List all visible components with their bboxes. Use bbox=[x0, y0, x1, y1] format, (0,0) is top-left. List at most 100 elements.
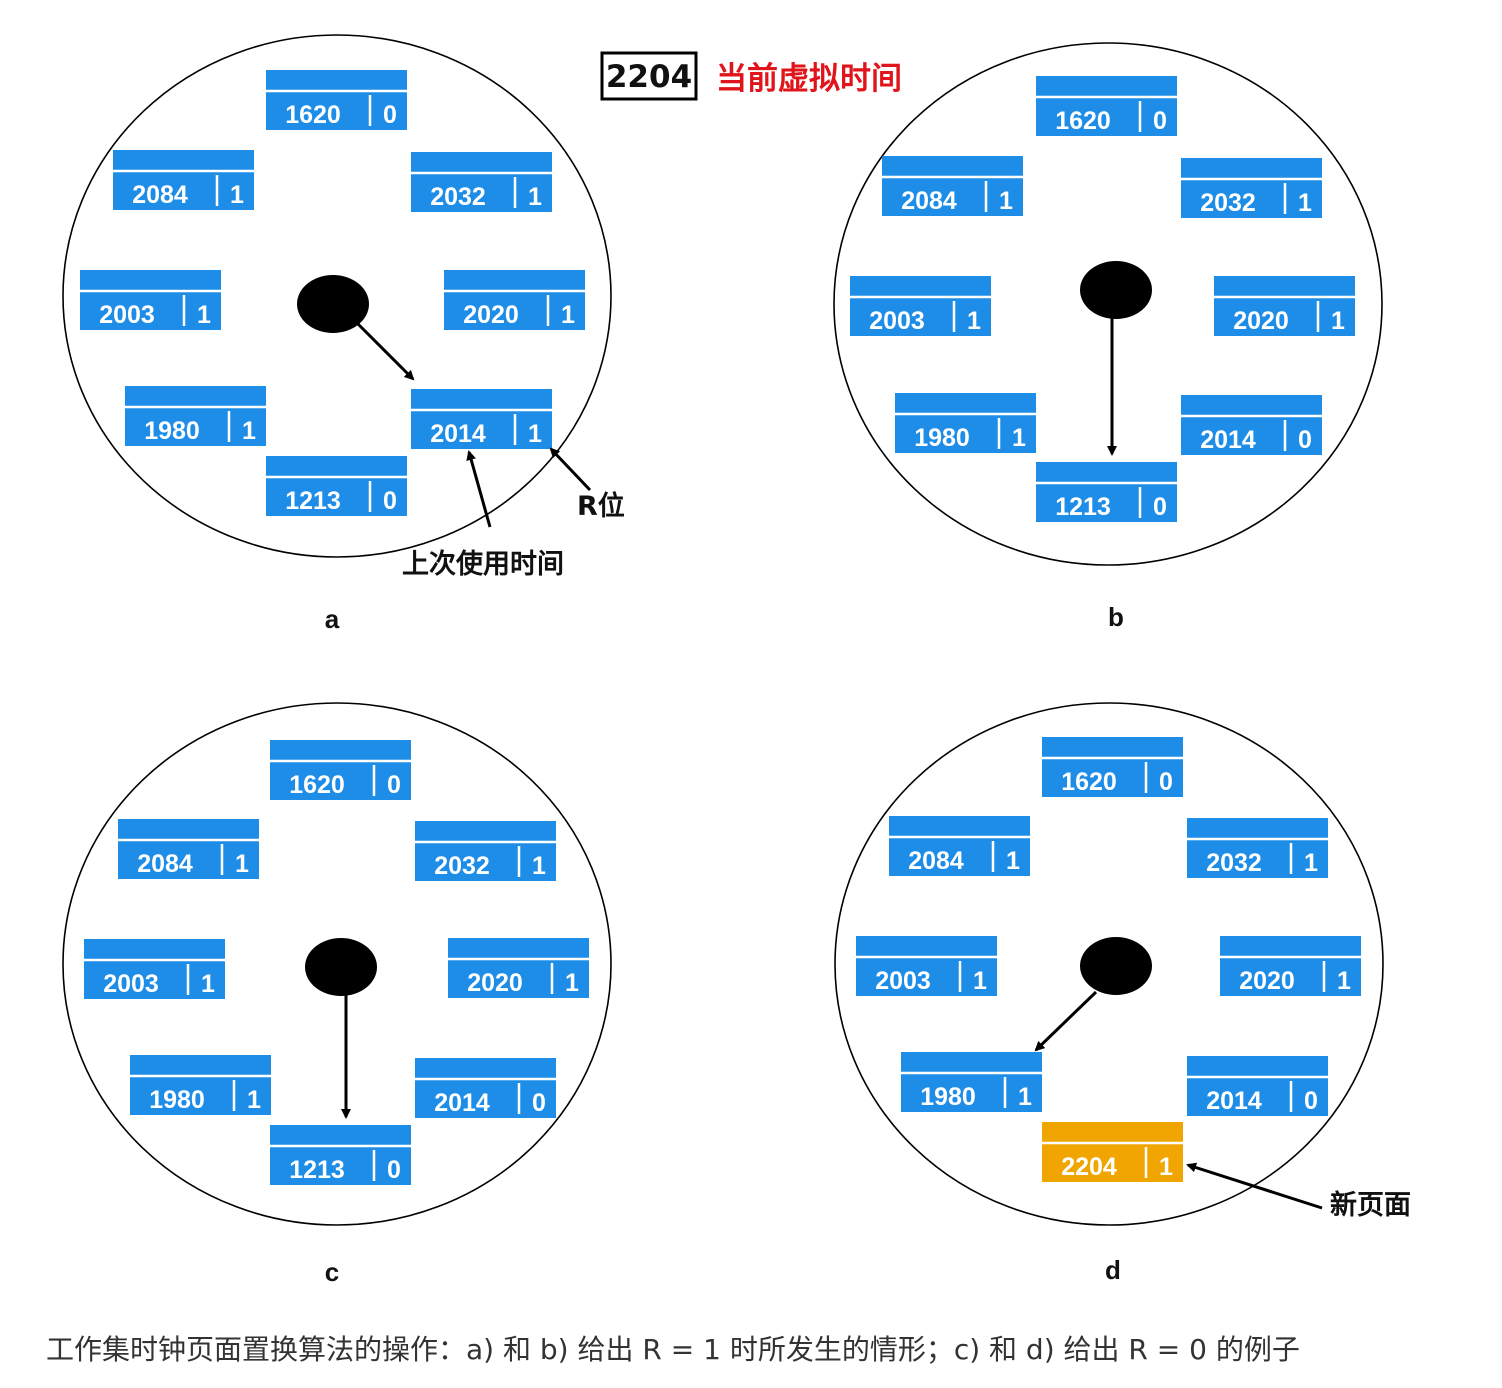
last-used-time: 1620 bbox=[285, 101, 341, 129]
last-used-time: 2014 bbox=[1200, 426, 1256, 454]
r-bit-value: 0 bbox=[1153, 493, 1167, 521]
last-used-time: 2084 bbox=[132, 181, 188, 209]
page-box bbox=[411, 152, 552, 212]
r-bit-value: 1 bbox=[528, 183, 542, 211]
page-box bbox=[1036, 462, 1177, 522]
r-bit-value: 0 bbox=[532, 1089, 546, 1117]
panel-label: c bbox=[325, 1257, 339, 1287]
last-used-time: 2032 bbox=[1200, 189, 1256, 217]
last-used-time: 2003 bbox=[99, 301, 155, 329]
r-bit-value: 0 bbox=[387, 1156, 401, 1184]
r-bit-value: 1 bbox=[1337, 967, 1351, 995]
last-used-time: 2084 bbox=[908, 847, 964, 875]
last-used-time: 2084 bbox=[137, 850, 193, 878]
clock-hand-hub bbox=[297, 275, 369, 333]
last-used-time: 2020 bbox=[463, 301, 519, 329]
page-box bbox=[270, 740, 411, 800]
r-bit-value: 1 bbox=[1159, 1153, 1173, 1181]
page-box bbox=[1181, 158, 1322, 218]
page-box bbox=[118, 819, 259, 879]
page-entry: 2014 1 bbox=[411, 389, 552, 449]
page-box bbox=[125, 386, 266, 446]
page-box bbox=[1036, 76, 1177, 136]
page-entry: 2020 1 bbox=[444, 270, 585, 330]
last-used-time: 1213 bbox=[285, 487, 341, 515]
panel-label: d bbox=[1105, 1255, 1121, 1285]
last-used-time: 2020 bbox=[1233, 307, 1289, 335]
page-entry: 2084 1 bbox=[113, 150, 254, 210]
clock-circle bbox=[834, 702, 1384, 1226]
page-box bbox=[1181, 395, 1322, 455]
r-bit-value: 1 bbox=[967, 307, 981, 335]
r-bit-value: 0 bbox=[387, 771, 401, 799]
page-box bbox=[856, 936, 997, 996]
current-time-value: 2204 bbox=[606, 59, 692, 95]
page-box bbox=[850, 276, 991, 336]
page-entry: 1980 1 bbox=[895, 393, 1036, 453]
page-entry: 2084 1 bbox=[882, 156, 1023, 216]
clock-hand-arrow bbox=[356, 322, 415, 381]
clock-circle bbox=[62, 34, 612, 558]
figure-caption: 工作集时钟页面置换算法的操作：a) 和 b) 给出 R = 1 时所发生的情形；… bbox=[46, 1333, 1300, 1366]
last-used-time: 2084 bbox=[901, 187, 957, 215]
r-bit-value: 0 bbox=[1298, 426, 1312, 454]
r-bit-value: 0 bbox=[383, 487, 397, 515]
clock-hand-arrow bbox=[1034, 990, 1098, 1052]
last-used-time: 2020 bbox=[467, 969, 523, 997]
last-used-time: 1980 bbox=[920, 1083, 976, 1111]
annotation-last-used: 上次使用时间 bbox=[402, 450, 564, 580]
page-box bbox=[444, 270, 585, 330]
page-box bbox=[1220, 936, 1361, 996]
page-box bbox=[889, 816, 1030, 876]
r-bit-value: 1 bbox=[1304, 849, 1318, 877]
r-bit-value: 1 bbox=[201, 970, 215, 998]
last-used-time: 1980 bbox=[149, 1086, 205, 1114]
last-used-time: 1980 bbox=[914, 424, 970, 452]
r-bit-value: 1 bbox=[528, 420, 542, 448]
page-entry: 2032 1 bbox=[411, 152, 552, 212]
last-used-time: 1213 bbox=[289, 1156, 345, 1184]
r-bit-label: R位 bbox=[577, 490, 625, 522]
page-box bbox=[266, 70, 407, 130]
clock-hand-hub bbox=[305, 938, 377, 996]
r-bit-value: 1 bbox=[242, 417, 256, 445]
last-used-time: 2003 bbox=[869, 307, 925, 335]
page-box bbox=[882, 156, 1023, 216]
last-used-time: 2032 bbox=[430, 183, 486, 211]
last-used-time: 2014 bbox=[430, 420, 486, 448]
last-used-time: 1620 bbox=[1055, 107, 1111, 135]
r-bit-value: 1 bbox=[561, 301, 575, 329]
r-bit-value: 1 bbox=[1018, 1083, 1032, 1111]
page-box bbox=[895, 393, 1036, 453]
last-used-time: 2020 bbox=[1239, 967, 1295, 995]
page-box bbox=[901, 1052, 1042, 1112]
last-used-label: 上次使用时间 bbox=[402, 549, 564, 580]
page-entry: 1980 1 bbox=[901, 1052, 1042, 1112]
page-box bbox=[1042, 1122, 1183, 1182]
last-used-time: 2014 bbox=[434, 1089, 490, 1117]
r-bit-value: 1 bbox=[1012, 424, 1026, 452]
last-used-time: 1620 bbox=[1061, 768, 1117, 796]
r-bit-value: 1 bbox=[230, 181, 244, 209]
current-time-header: 2204 当前虚拟时间 bbox=[600, 51, 902, 101]
page-entry: 1213 0 bbox=[270, 1125, 411, 1185]
page-entry: 1213 0 bbox=[266, 456, 407, 516]
page-box bbox=[415, 1058, 556, 1118]
r-bit-value: 1 bbox=[999, 187, 1013, 215]
